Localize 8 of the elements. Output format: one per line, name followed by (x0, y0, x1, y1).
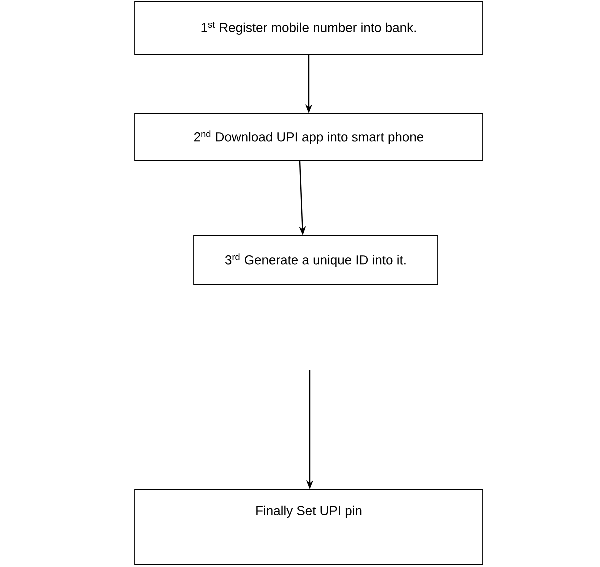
process-box (134, 2, 484, 56)
process-box (134, 490, 484, 566)
step-text: 3$^{rd}$ Generate a unique ID into it. (226, 254, 406, 268)
process-box (194, 236, 438, 286)
step-text: 2$^{nd}$ Download UPI app into smart phone (194, 130, 424, 144)
step-text: 1$^{st}$ Register mobile number into bank. (202, 22, 416, 35)
process-box (134, 114, 484, 162)
step-text: Finally Set UPI pin (256, 506, 362, 518)
